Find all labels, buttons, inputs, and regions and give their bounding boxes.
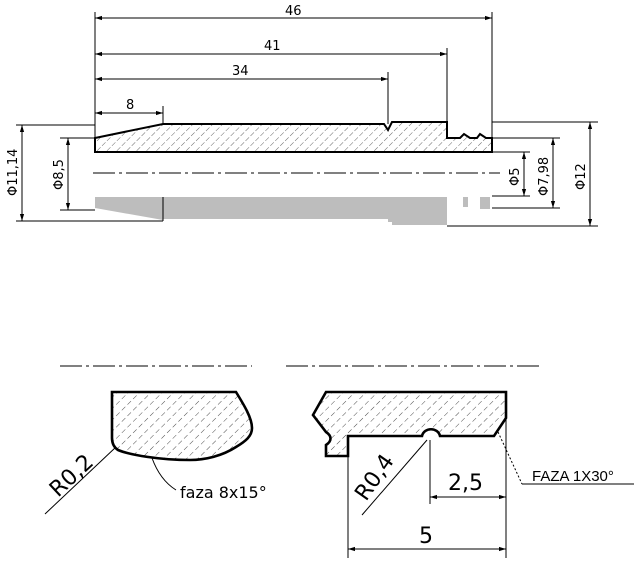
detail-left-radius: R0,2 bbox=[45, 450, 99, 503]
detail-left-chamfer-note: faza 8x15° bbox=[180, 483, 267, 502]
dim-dia-11-14: Φ11,14 bbox=[6, 149, 21, 196]
detail-right-dim-5: 5 bbox=[419, 524, 433, 549]
dim-dia-7-98: Φ7,98 bbox=[537, 157, 552, 196]
lower-body-fill-3 bbox=[388, 197, 392, 222]
main-section-view: 46 41 34 8 Φ11,14 Φ8,5 Φ5 Φ7,98 Φ12 bbox=[6, 4, 598, 227]
dim-41: 41 bbox=[264, 39, 281, 54]
dim-dia-8-5: Φ8,5 bbox=[52, 159, 67, 190]
detail-left: R0,2 faza 8x15° bbox=[44, 365, 267, 515]
detail-right-profile bbox=[311, 390, 508, 458]
detail-right-chamfer-note: FAZA 1X30° bbox=[532, 468, 614, 485]
detail-right-radius: R0,4 bbox=[350, 450, 399, 506]
detail-right: R0,4 2,5 5 FAZA 1X30° bbox=[286, 365, 634, 558]
detail-left-profile bbox=[110, 390, 254, 462]
dim-34: 34 bbox=[232, 64, 249, 79]
lower-section-profile bbox=[95, 197, 163, 220]
dim-8: 8 bbox=[126, 98, 134, 113]
dim-46: 46 bbox=[285, 4, 302, 19]
detail-right-dim-2-5: 2,5 bbox=[448, 471, 483, 496]
lower-body-fill-2 bbox=[392, 197, 447, 225]
lower-end-fill bbox=[463, 197, 468, 207]
upper-section-profile bbox=[94, 121, 493, 153]
dim-dia-12: Φ12 bbox=[574, 163, 589, 190]
lower-end-fill-2 bbox=[480, 197, 490, 209]
lower-body-fill bbox=[163, 197, 388, 219]
dim-dia-5: Φ5 bbox=[508, 167, 523, 186]
